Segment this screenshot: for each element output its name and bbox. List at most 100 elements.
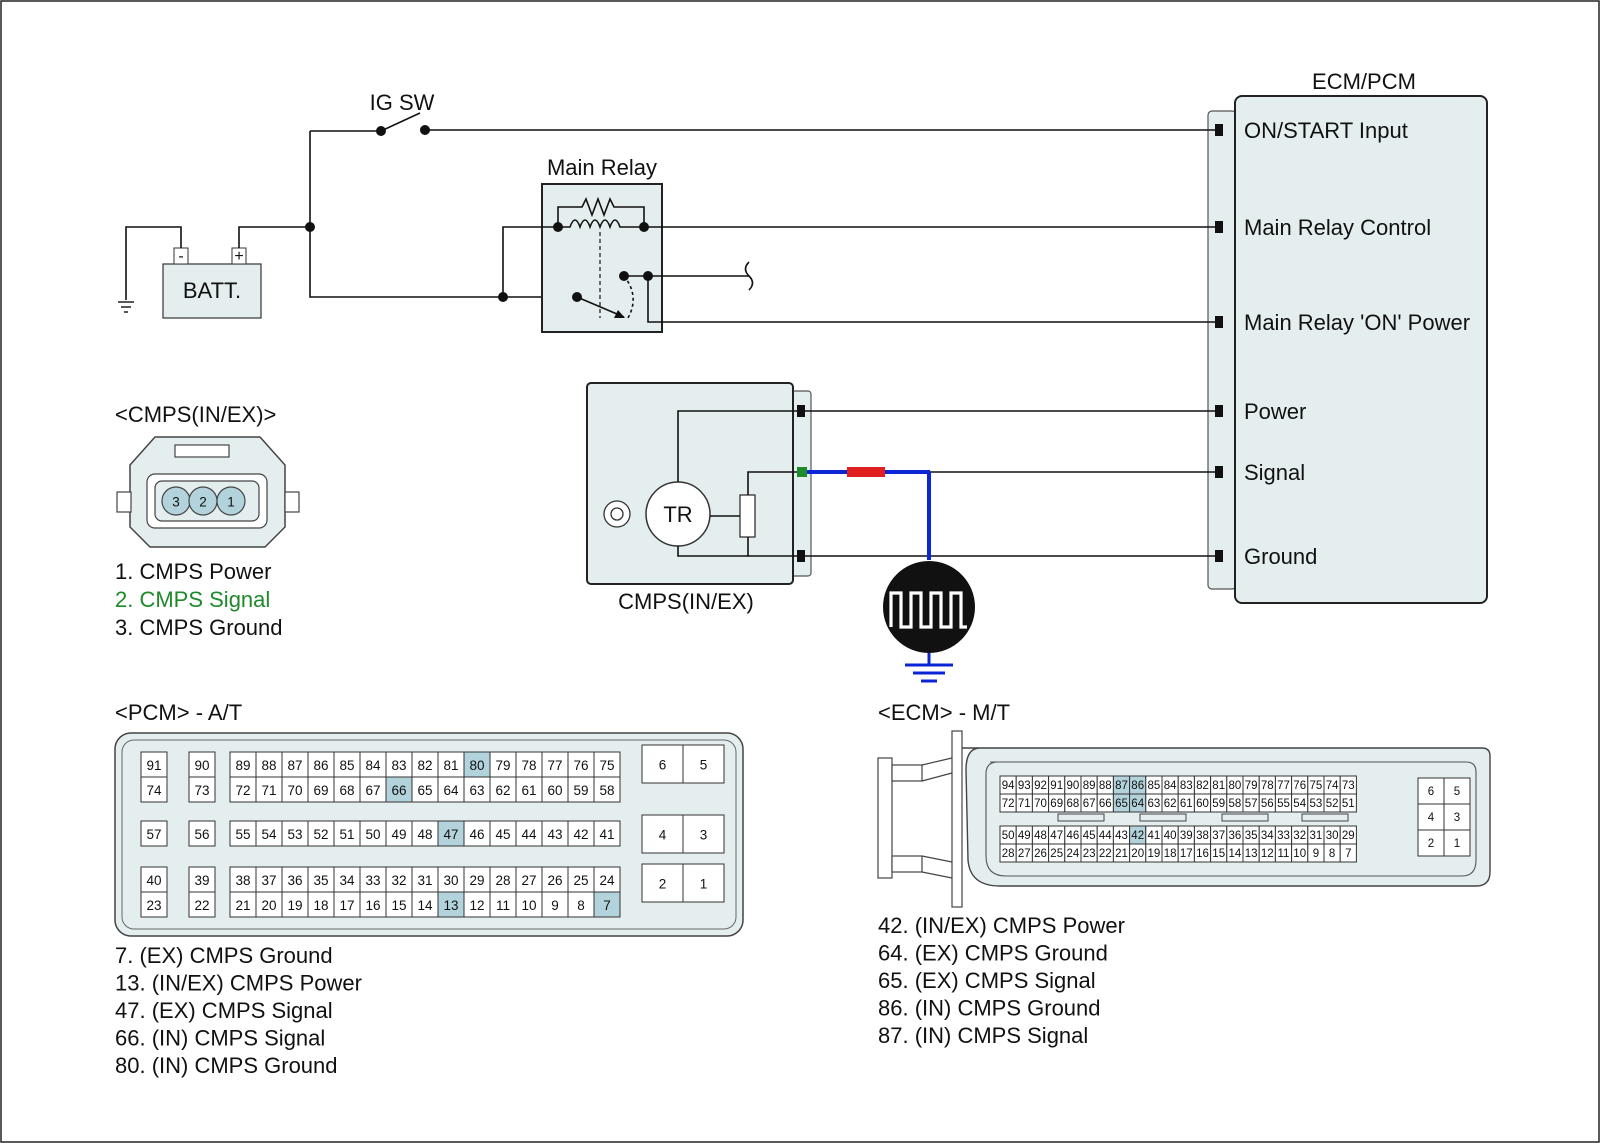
pcm-side-pin-cell xyxy=(682,863,725,903)
pcm-pin-number: 62 xyxy=(495,783,510,798)
pcm-pin-cell xyxy=(188,751,216,778)
pcm-pin-number: 74 xyxy=(146,783,162,798)
ecm-pin-number: 40 xyxy=(1164,830,1177,842)
pcm-side-pin-cell xyxy=(682,814,725,854)
pcm-pin-number: 51 xyxy=(339,827,354,842)
ecm-pin-number: 65 xyxy=(1115,798,1128,810)
pcm-pin-number: 53 xyxy=(287,827,302,842)
pcm-pin-number: 36 xyxy=(287,873,302,888)
ecm-pin-number: 34 xyxy=(1261,830,1274,842)
ecm-pin-number: 31 xyxy=(1310,830,1323,842)
pcm-pin-cell xyxy=(541,776,569,803)
pcm-pin-number: 10 xyxy=(521,898,536,913)
pcm-pin-cell xyxy=(515,776,543,803)
pcm-pin-cell xyxy=(281,820,309,847)
pcm-pin-number: 30 xyxy=(443,873,458,888)
pcm-pin-number: 81 xyxy=(443,758,458,773)
pcm-pin-cell xyxy=(333,891,361,918)
pcm-legend-item: 13. (IN/EX) CMPS Power xyxy=(115,971,362,996)
pcm-side-pin-number: 2 xyxy=(659,877,667,892)
pcm-pin-number: 18 xyxy=(313,898,328,913)
pcm-pin-cell xyxy=(188,776,216,803)
ecm-pin-number: 13 xyxy=(1245,848,1258,860)
ecm-pin-number: 47 xyxy=(1050,830,1063,842)
pcm-pin-number: 63 xyxy=(469,783,484,798)
ecm-pin-number: 38 xyxy=(1196,830,1209,842)
ecm-pin-number: 94 xyxy=(1002,780,1015,792)
probe-ground-icon xyxy=(905,663,953,683)
pcm-pin-number: 32 xyxy=(391,873,406,888)
ecm-pin-label: ON/START Input xyxy=(1244,118,1408,143)
ecm-pin-marker xyxy=(1215,124,1223,136)
pcm-connector-title: <PCM> - A/T xyxy=(115,700,242,725)
pcm-pin-number: 7 xyxy=(603,898,611,913)
pcm-pin-cell xyxy=(140,820,168,847)
pcm-pin-number: 35 xyxy=(313,873,328,888)
ecm-pin-number: 10 xyxy=(1293,848,1306,860)
ecm-pin-number: 56 xyxy=(1261,798,1274,810)
pcm-pin-number: 39 xyxy=(194,873,209,888)
pcm-pin-number: 68 xyxy=(339,783,354,798)
pcm-pin-number: 78 xyxy=(521,758,536,773)
pcm-pin-number: 20 xyxy=(261,898,276,913)
pcm-pin-cell xyxy=(463,751,491,778)
pcm-pin-number: 70 xyxy=(287,783,302,798)
ecm-pin-number: 15 xyxy=(1212,848,1225,860)
pcm-pin-number: 12 xyxy=(469,898,484,913)
ecm-plug-tab xyxy=(891,764,923,782)
pcm-pin-number: 40 xyxy=(146,873,161,888)
ecm-pin-number: 80 xyxy=(1229,780,1242,792)
ecm-pin-number: 32 xyxy=(1293,830,1306,842)
pcm-pin-cell xyxy=(385,866,413,893)
pcm-pin-number: 65 xyxy=(417,783,432,798)
ecm-pin-marker xyxy=(1215,316,1223,328)
ecm-pin-number: 66 xyxy=(1099,798,1112,810)
ecm-pin-label: Signal xyxy=(1244,460,1305,485)
pcm-pin-number: 66 xyxy=(391,783,406,798)
pcm-pin-number: 58 xyxy=(599,783,614,798)
ecm-plug-edge xyxy=(877,757,893,879)
ecm-pin-number: 58 xyxy=(1229,798,1242,810)
ecm-pin-number: 64 xyxy=(1131,798,1144,810)
connector-pin-number: 3 xyxy=(172,495,180,510)
pcm-side-pin-cell xyxy=(641,863,684,903)
ecm-pin-number: 51 xyxy=(1342,798,1355,810)
connector-pin-number: 1 xyxy=(227,495,235,510)
ecm-pin-number: 23 xyxy=(1083,848,1096,860)
pcm-pin-cell xyxy=(255,891,283,918)
oscilloscope-icon xyxy=(883,561,975,653)
ecm-pin-number: 9 xyxy=(1313,848,1319,860)
pcm-pin-cell xyxy=(385,891,413,918)
pcm-pin-number: 24 xyxy=(599,873,615,888)
pcm-pin-number: 49 xyxy=(391,827,406,842)
ecm-pin-number: 84 xyxy=(1164,780,1177,792)
ecm-pin-number: 45 xyxy=(1083,830,1096,842)
sensor-ground-internal xyxy=(677,537,749,557)
wire-break-icon xyxy=(744,261,754,291)
ecm-plug-flange xyxy=(951,730,963,908)
ecm-pin-number: 75 xyxy=(1310,780,1323,792)
pcm-pin-number: 87 xyxy=(287,758,302,773)
pcm-pin-number: 37 xyxy=(261,873,276,888)
ecm-side-pin-cell xyxy=(1443,829,1471,857)
pcm-pin-number: 67 xyxy=(365,783,380,798)
pcm-pin-cell xyxy=(567,866,595,893)
ecm-pin-number: 28 xyxy=(1002,848,1015,860)
transistor-label: TR xyxy=(663,502,692,527)
pcm-pin-cell xyxy=(229,751,257,778)
bus-wire xyxy=(309,131,563,298)
pcm-pin-cell xyxy=(541,820,569,847)
ecm-pin-number: 21 xyxy=(1115,848,1128,860)
pcm-pin-number: 86 xyxy=(313,758,328,773)
ecm-pin-number: 20 xyxy=(1131,848,1144,860)
pcm-pin-number: 45 xyxy=(495,827,510,842)
pcm-pin-number: 56 xyxy=(194,827,209,842)
pcm-pin-number: 55 xyxy=(235,827,250,842)
pcm-pin-cell xyxy=(593,776,621,803)
ecm-legend-item: 87. (IN) CMPS Signal xyxy=(878,1023,1088,1048)
ecm-pin-number: 69 xyxy=(1050,798,1063,810)
pcm-pin-number: 59 xyxy=(573,783,588,798)
